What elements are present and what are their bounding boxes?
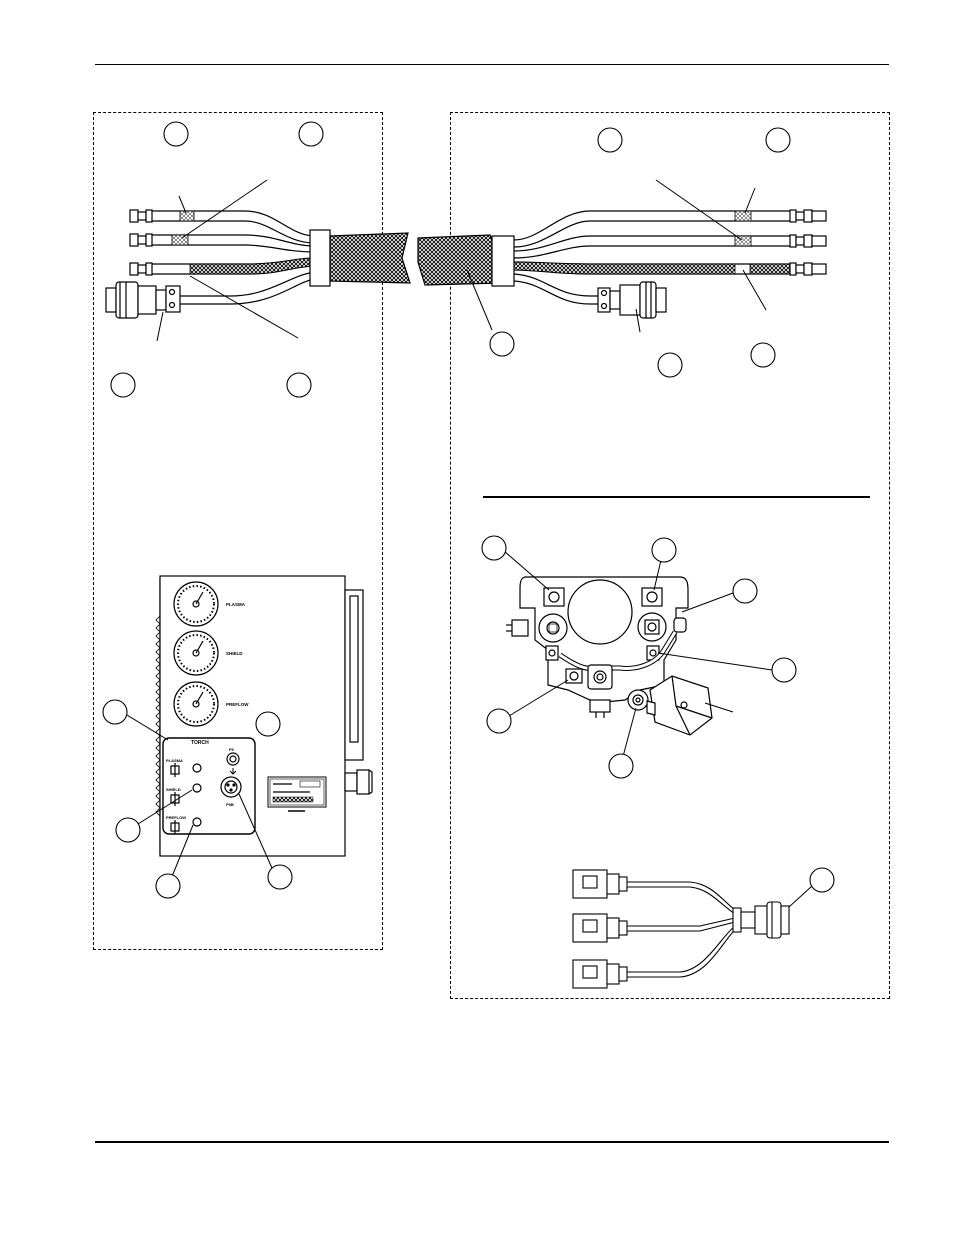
leader-lines-manifold [503, 550, 773, 765]
gauge-label-shield: SHIELD [226, 651, 243, 656]
switch-label-shield: SHIELD [166, 787, 181, 792]
connector-label-p5b: P5B [226, 802, 234, 807]
hose-fitting-icon [789, 209, 827, 223]
hose-fitting-icon [129, 233, 153, 247]
valve-manifold [506, 576, 713, 736]
callout-circle-icon [489, 127, 791, 378]
pressure-gauge-icon [173, 581, 219, 627]
right-panel [450, 112, 890, 999]
callout-circle-icon [481, 535, 797, 779]
toggle-switch-icon [170, 820, 180, 834]
hose-assembly-left [105, 209, 411, 319]
leader-lines-right [466, 179, 767, 333]
hose-fitting-icon [789, 262, 827, 276]
leader-lines-console [126, 714, 273, 880]
multipin-connector-icon [732, 901, 790, 939]
pressure-gauge-icon [173, 630, 219, 676]
hose-fitting-icon [129, 209, 153, 223]
hose-fitting-icon [129, 262, 153, 276]
leader-line-harness [788, 885, 813, 908]
leader-lines-left [156, 179, 299, 342]
callout-circle-icon [102, 699, 293, 899]
multipin-connector-icon [105, 281, 181, 319]
hose-fitting-icon [789, 234, 827, 248]
gauge-label-preflow: PREFLOW [226, 702, 249, 707]
multipin-connector-icon [220, 776, 242, 798]
solenoid-plug-icon [572, 959, 628, 989]
solenoid-cable-harness [572, 869, 790, 989]
header-rule [95, 64, 889, 65]
toggle-switch-icon [170, 792, 180, 806]
switch-label-plasma: PLASMA [166, 758, 183, 763]
multipin-connector-icon [597, 281, 667, 319]
toggle-switch-icon [170, 763, 180, 777]
solenoid-plug-icon [572, 869, 628, 899]
gas-console [155, 575, 373, 857]
hose-assembly-right [417, 209, 827, 319]
callout-circle-icon [110, 121, 324, 398]
solenoid-valve-icon [646, 675, 713, 736]
solenoid-plug-icon [572, 913, 628, 943]
control-panel-title: TORCH [191, 740, 209, 746]
switch-label-preflow: PREFLOW [166, 815, 186, 820]
heat-sink-fins [155, 615, 161, 817]
left-panel [93, 112, 383, 950]
connector-label-p6: P6 [229, 747, 235, 752]
footer-rule [95, 1141, 889, 1143]
callout-circle-icon [809, 867, 835, 893]
gauge-label-plasma: PLASMA [226, 602, 246, 607]
pressure-gauge-icon [173, 681, 219, 727]
